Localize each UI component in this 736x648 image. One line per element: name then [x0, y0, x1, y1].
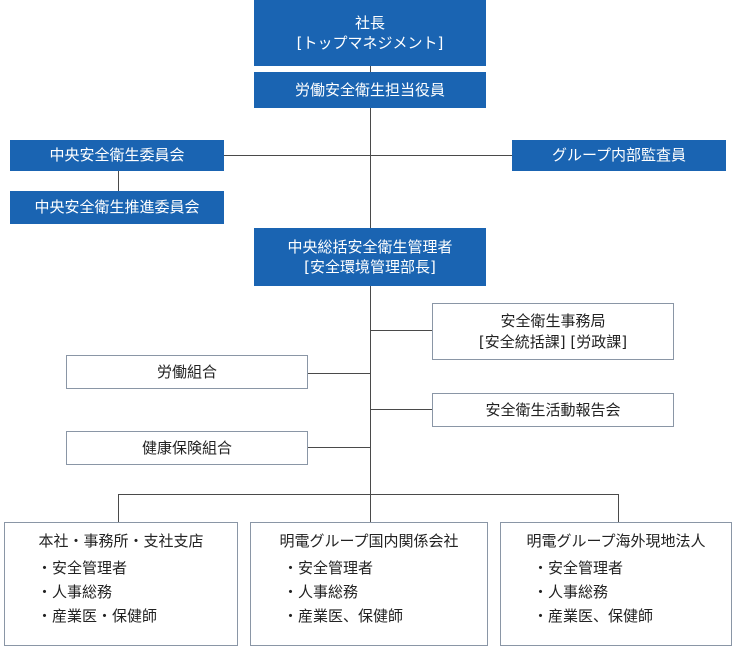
- central-promotion-committee-box: 中央安全衛生推進委員会: [10, 191, 224, 224]
- connector-bottom-horizontal: [118, 494, 619, 495]
- list-item: ・安全管理者: [37, 559, 128, 577]
- list-item: ・人事総務: [37, 583, 113, 601]
- health-insurance-union-label: 健康保険組合: [141, 438, 232, 457]
- list-item: ・産業医、保健師: [283, 607, 404, 625]
- labor-safety-officer-box: 労働安全衛生担当役員: [254, 72, 486, 108]
- connector-main-vertical: [370, 66, 371, 228]
- group-internal-auditor-box: グループ内部監査員: [512, 140, 726, 171]
- unit-domestic-affiliates-title: 明電グループ国内関係会社: [279, 532, 459, 550]
- list-item: ・人事総務: [533, 583, 609, 601]
- labor-safety-officer-label: 労働安全衛生担当役員: [294, 80, 445, 99]
- connector-committee-promotion: [118, 171, 119, 191]
- unit-head-office-list: ・安全管理者 ・人事総務 ・産業医・保健師: [5, 556, 237, 628]
- connector-health-insurance: [308, 447, 370, 448]
- secretariat-box: 安全衛生事務局 [安全統括課] [労政課]: [432, 303, 674, 360]
- unit-domestic-affiliates-list: ・安全管理者 ・人事総務 ・産業医、保健師: [251, 556, 487, 628]
- president-box: 社長 [トップマネジメント]: [254, 0, 486, 66]
- general-manager-label: 中央総括安全衛生管理者: [287, 237, 453, 256]
- list-item: ・人事総務: [283, 583, 359, 601]
- activity-report-meeting-label: 安全衛生活動報告会: [485, 400, 621, 419]
- unit-head-office: 本社・事務所・支社支店 ・安全管理者 ・人事総務 ・産業医・保健師: [4, 522, 238, 646]
- connector-labor-union: [308, 373, 370, 374]
- president-label: 社長: [354, 13, 385, 32]
- connector-bottom-center: [370, 494, 371, 522]
- connector-committee-auditor: [224, 155, 512, 156]
- list-item: ・産業医・保健師: [37, 607, 158, 625]
- central-committee-label: 中央安全衛生委員会: [49, 146, 185, 165]
- secretariat-sections: [安全統括課] [労政課]: [478, 332, 628, 351]
- list-item: ・産業医、保健師: [533, 607, 654, 625]
- central-promotion-committee-label: 中央安全衛生推進委員会: [34, 198, 200, 217]
- unit-overseas-subsidiaries-title: 明電グループ海外現地法人: [526, 532, 706, 550]
- health-insurance-union-box: 健康保険組合: [66, 431, 308, 465]
- unit-head-office-title: 本社・事務所・支社支店: [38, 532, 204, 550]
- unit-overseas-subsidiaries-list: ・安全管理者 ・人事総務 ・産業医、保健師: [501, 556, 731, 628]
- general-manager-role: [安全環境管理部長]: [304, 258, 436, 276]
- secretariat-label: 安全衛生事務局: [500, 312, 606, 331]
- general-manager-box: 中央総括安全衛生管理者 [安全環境管理部長]: [254, 228, 486, 286]
- central-committee-box: 中央安全衛生委員会: [10, 140, 224, 171]
- group-internal-auditor-label: グループ内部監査員: [551, 146, 687, 165]
- connector-main-vertical-lower: [370, 286, 371, 494]
- connector-secretariat: [370, 330, 432, 331]
- connector-bottom-right: [618, 494, 619, 522]
- labor-union-label: 労働組合: [156, 362, 217, 381]
- president-role: [トップマネジメント]: [296, 34, 444, 52]
- unit-domestic-affiliates: 明電グループ国内関係会社 ・安全管理者 ・人事総務 ・産業医、保健師: [250, 522, 488, 646]
- activity-report-meeting-box: 安全衛生活動報告会: [432, 393, 674, 427]
- labor-union-box: 労働組合: [66, 355, 308, 389]
- list-item: ・安全管理者: [533, 559, 624, 577]
- connector-bottom-left: [118, 494, 119, 522]
- list-item: ・安全管理者: [283, 559, 374, 577]
- connector-activity-report: [370, 409, 432, 410]
- unit-overseas-subsidiaries: 明電グループ海外現地法人 ・安全管理者 ・人事総務 ・産業医、保健師: [500, 522, 732, 646]
